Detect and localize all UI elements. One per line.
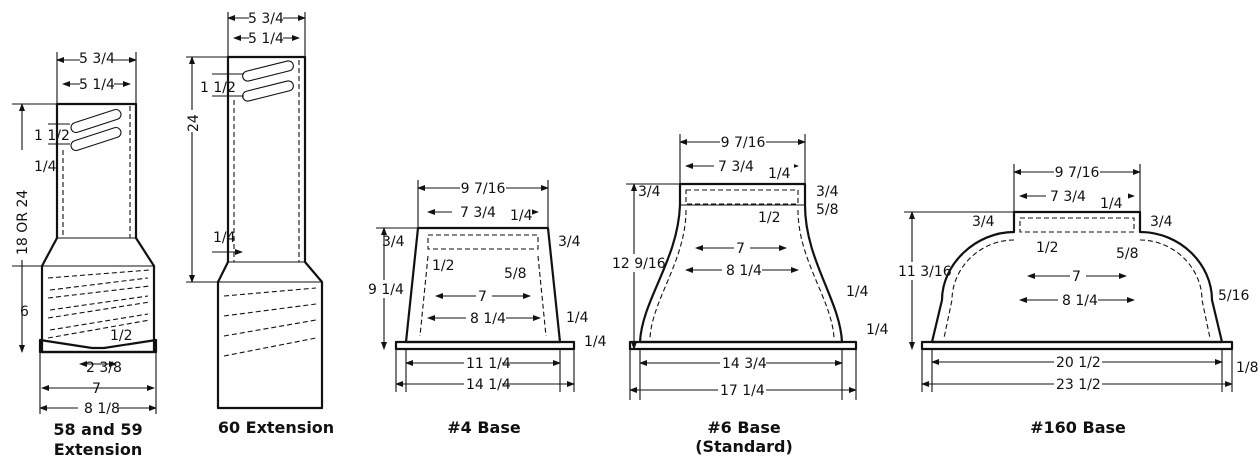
drawing-60-extension: 5 3/4 5 1/4 1 1/2 24 1/4 60 Extension [182, 10, 334, 437]
ext58-dim-lower: 6 [20, 304, 29, 320]
base6-dim-inner-top: 7 3/4 [718, 159, 754, 175]
base160-dim-quarter: 1/4 [1100, 196, 1123, 212]
caption-60-extension: 60 Extension [218, 418, 334, 437]
drawing-6-base: 9 7/16 7 3/4 1/4 3/4 3/4 5/8 1/2 12 9/16… [610, 134, 889, 456]
base6-dim-base-outer: 17 1/4 [720, 383, 765, 399]
base4-dim-inner-top: 7 3/4 [460, 205, 496, 221]
base6-dim-half: 1/2 [758, 210, 781, 226]
ext60-outline [216, 55, 324, 410]
base160-dim-3q-right: 3/4 [1150, 214, 1173, 230]
base4-dim-3q-left: 3/4 [382, 234, 405, 250]
drawing-160-base: 9 7/16 7 3/4 1/4 3/4 3/4 1/2 5/8 11 3/16… [896, 164, 1259, 437]
ext58-dim-half: 1/2 [110, 328, 133, 344]
base6-dim-base-inner: 14 3/4 [722, 356, 767, 372]
base4-dim-8q: 8 1/4 [470, 311, 506, 327]
caption-6-base-line2: (Standard) [695, 437, 793, 456]
base4-dim-3q-right: 3/4 [558, 234, 581, 250]
base160-dim-top: 9 7/16 [1055, 165, 1100, 181]
base160-dim-seven: 7 [1072, 269, 1081, 285]
caption-4-base: #4 Base [447, 418, 521, 437]
base4-dim-quarter: 1/4 [510, 208, 533, 224]
ext58-dim-base-mid: 7 [92, 381, 101, 397]
base6-dim-quarter: 1/4 [768, 166, 791, 182]
base4-dim-flange-h: 1/4 [584, 334, 607, 350]
base6-dim-wall: 1/4 [846, 284, 869, 300]
ext58-dim-base-outer: 8 1/8 [84, 401, 120, 417]
base4-dim-base-inner: 11 1/4 [466, 356, 511, 372]
base160-dim-wall: 5/16 [1218, 288, 1250, 304]
base4-dim-top: 9 7/16 [461, 181, 506, 197]
ext58-dim-wall: 1/4 [34, 159, 57, 175]
base4-dim-half: 1/2 [432, 258, 455, 274]
base160-dim-flange-h: 1/8 [1236, 360, 1259, 376]
base4-dim-base-outer: 14 1/4 [466, 377, 511, 393]
ext60-dim-top-outer: 5 3/4 [248, 11, 284, 27]
caption-160-base: #160 Base [1030, 418, 1126, 437]
base160-dim-base-inner: 20 1/2 [1056, 355, 1101, 371]
base160-dim-8q: 8 1/4 [1062, 293, 1098, 309]
caption-58-59-line2: Extension [54, 440, 143, 459]
caption-58-59-line1: 58 and 59 [53, 420, 142, 439]
base160-dim-3q-left: 3/4 [972, 214, 995, 230]
base4-dim-58: 5/8 [504, 266, 527, 282]
base4-dim-flange-w: 1/4 [566, 310, 589, 326]
ext58-dim-top-inner: 5 1/4 [79, 77, 115, 93]
ext60-dim-wall: 1/4 [213, 230, 236, 246]
base6-dim-3q-left: 3/4 [638, 184, 661, 200]
base4-dim-height: 9 1/4 [368, 282, 404, 298]
ext60-dim-slot: 1 1/2 [200, 80, 236, 96]
base160-dim-height: 11 3/16 [898, 264, 952, 280]
base6-dim-8q: 8 1/4 [726, 263, 762, 279]
drawing-4-base: 9 7/16 7 3/4 1/4 3/4 3/4 9 1/4 1/2 5/8 7… [366, 180, 607, 437]
ext58-dim-base-small: 2 3/8 [86, 360, 122, 376]
base6-dim-seven: 7 [736, 241, 745, 257]
base4-dim-seven: 7 [478, 289, 487, 305]
drawing-58-59-extension: 5 3/4 5 1/4 1 1/2 1/4 18 OR 24 6 1/2 2 3… [12, 50, 158, 459]
ext58-dim-height: 18 OR 24 [15, 190, 31, 255]
base160-dim-58: 5/8 [1116, 246, 1139, 262]
base160-dim-half: 1/2 [1036, 240, 1059, 256]
ext60-dim-height: 24 [186, 114, 202, 132]
base160-dim-base-outer: 23 1/2 [1056, 377, 1101, 393]
ext58-dim-top-outer: 5 3/4 [79, 51, 115, 67]
base160-dim-inner-top: 7 3/4 [1050, 189, 1086, 205]
base6-dim-top: 9 7/16 [721, 135, 766, 151]
base6-dim-height: 12 9/16 [612, 256, 666, 272]
base160-outline [930, 210, 1224, 344]
ext60-dim-top-inner: 5 1/4 [248, 31, 284, 47]
caption-6-base-line1: #6 Base [707, 418, 781, 437]
ext58-dim-slot: 1 1/2 [34, 128, 70, 144]
base6-dim-58: 5/8 [816, 202, 839, 218]
base6-dim-flange-h: 1/4 [866, 322, 889, 338]
base6-dim-3q-right: 3/4 [816, 184, 839, 200]
